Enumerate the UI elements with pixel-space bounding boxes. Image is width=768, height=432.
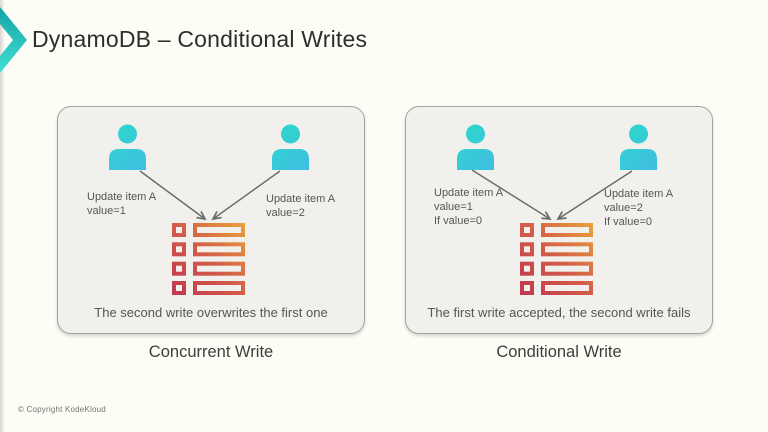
kodekloud-chevron-logo bbox=[0, 7, 30, 73]
person-icon bbox=[618, 124, 659, 170]
write-arrow bbox=[213, 170, 281, 219]
copyright-text: © Copyright KodeKloud bbox=[18, 405, 106, 414]
panel-conditional-write: Update item A value=1 If value=0 Update … bbox=[405, 106, 713, 334]
dynamodb-items-icon bbox=[172, 223, 245, 295]
person-icon bbox=[270, 124, 311, 170]
write-arrow bbox=[139, 170, 205, 219]
person-icon bbox=[107, 124, 148, 170]
label-line: Update item A bbox=[87, 191, 157, 203]
label-line: Update item A bbox=[434, 187, 504, 199]
write-arrow bbox=[471, 169, 550, 219]
person-icon bbox=[455, 124, 496, 170]
result-text: The first write accepted, the second wri… bbox=[427, 305, 691, 320]
label-line: value=2 bbox=[266, 207, 305, 219]
write-arrows bbox=[471, 169, 633, 335]
label-line: value=1 bbox=[87, 205, 126, 217]
slide-edge-strip bbox=[0, 0, 5, 432]
write-arrow bbox=[558, 170, 633, 219]
label-line: Update item A bbox=[604, 188, 674, 200]
label-line: If value=0 bbox=[604, 216, 653, 228]
write-label-right: Update item A value=2 bbox=[266, 192, 335, 220]
panel-caption-conditional: Conditional Write bbox=[496, 343, 622, 361]
panel-caption-concurrent: Concurrent Write bbox=[148, 343, 274, 361]
slide-title: DynamoDB – Conditional Writes bbox=[32, 26, 368, 52]
panel-concurrent-write: Update item A value=1 Update item A valu… bbox=[57, 106, 365, 334]
label-line: If value=0 bbox=[434, 215, 483, 227]
write-label-right: Update item A value=2 If value=0 bbox=[604, 187, 673, 229]
write-label-left: Update item A value=1 If value=0 bbox=[434, 186, 503, 228]
write-arrows bbox=[139, 170, 281, 335]
write-label-left: Update item A value=1 bbox=[87, 190, 156, 218]
dynamodb-items-icon bbox=[520, 223, 593, 295]
label-line: Update item A bbox=[266, 193, 336, 205]
label-line: value=2 bbox=[604, 202, 643, 214]
label-line: value=1 bbox=[434, 201, 473, 213]
result-text: The second write overwrites the first on… bbox=[94, 305, 328, 320]
